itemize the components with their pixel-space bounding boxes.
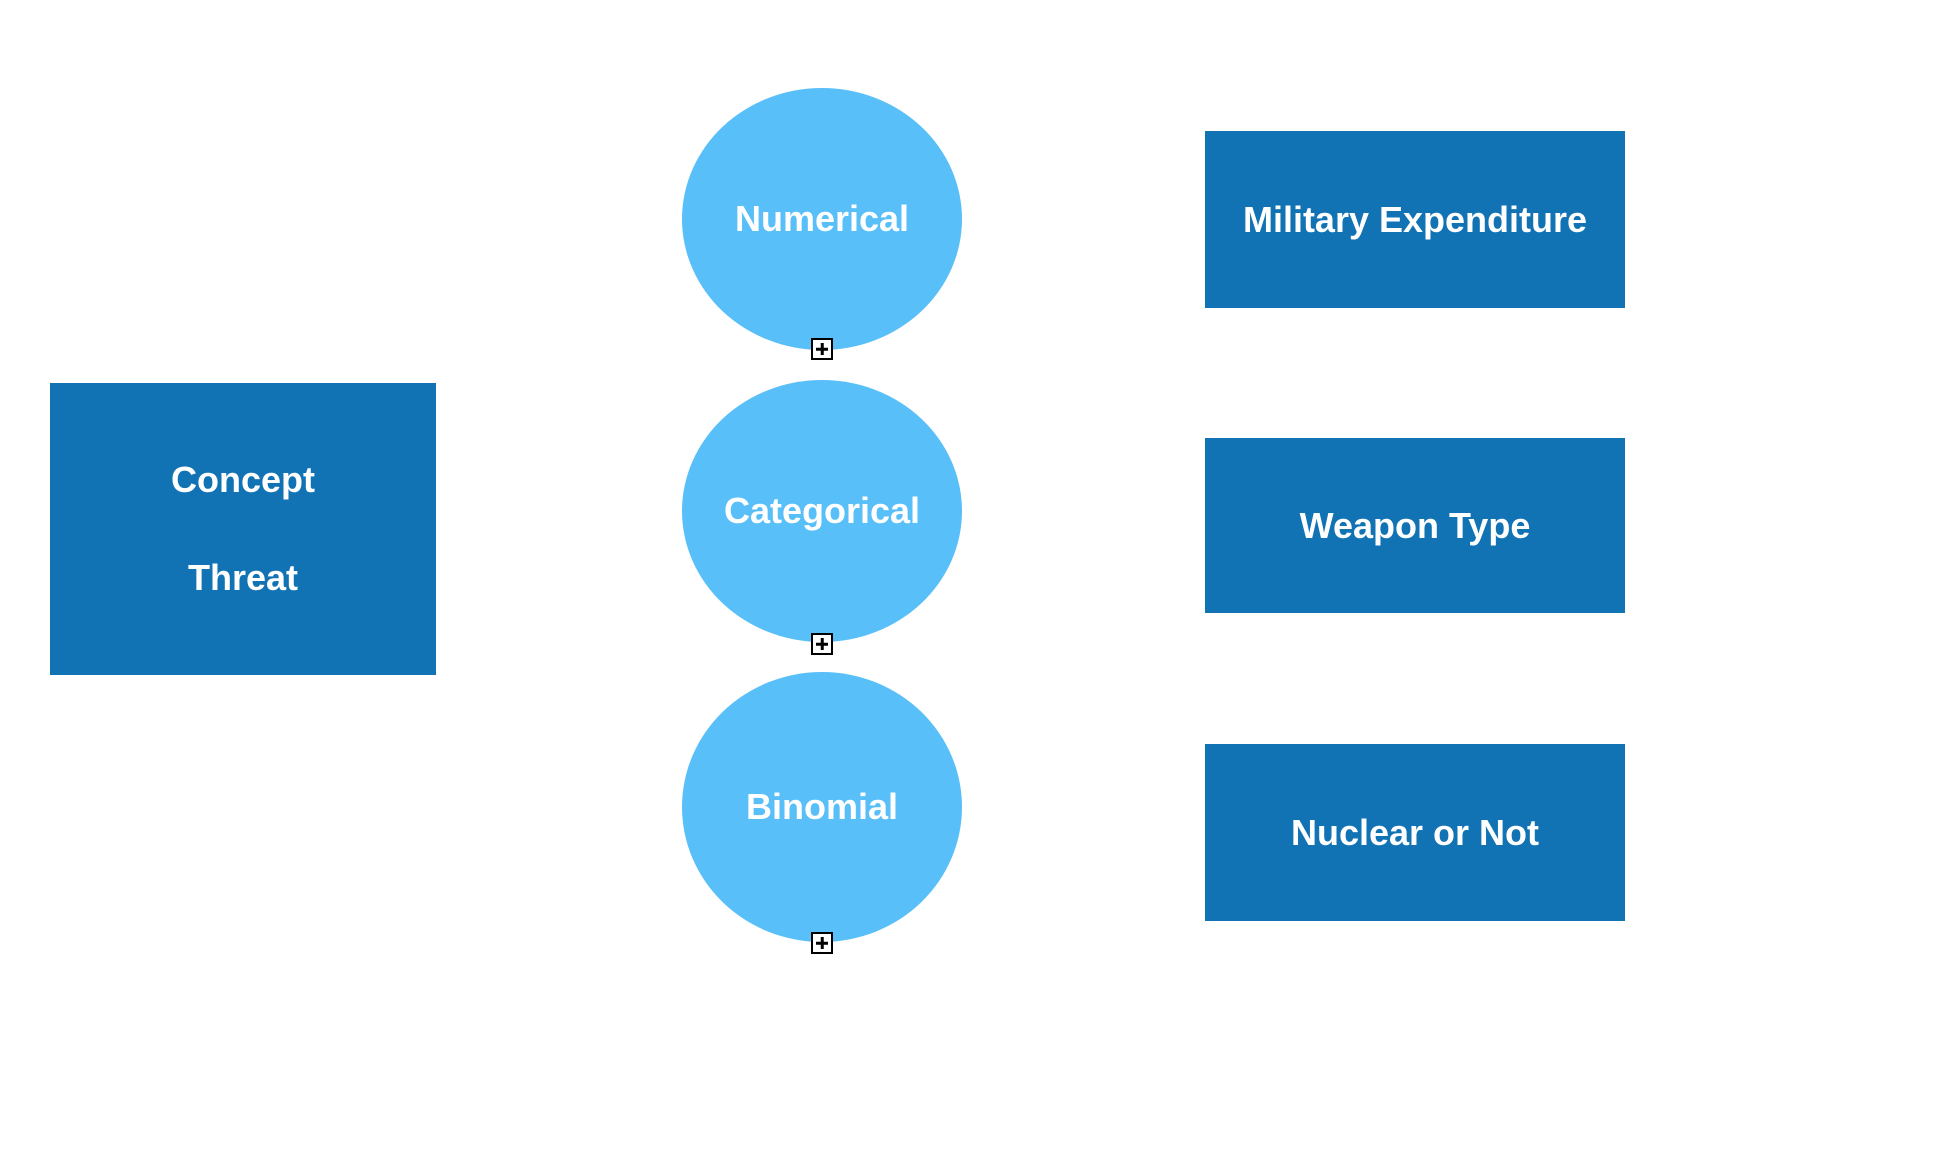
expand-plus-icon-binomial[interactable] bbox=[811, 932, 833, 954]
value-node-military-expenditure[interactable]: Military Expenditure bbox=[1205, 131, 1625, 308]
concept-threat-node[interactable]: Concept Threat bbox=[50, 383, 436, 675]
threat-label: Threat bbox=[187, 557, 299, 598]
circle-categorical[interactable]: Categorical bbox=[682, 380, 962, 642]
plus-vertical-bar bbox=[820, 343, 824, 355]
concept-label: Concept bbox=[171, 459, 315, 500]
weapon-type-label: Weapon Type bbox=[1299, 504, 1531, 546]
plus-vertical-bar bbox=[820, 638, 824, 650]
value-node-nuclear-or-not[interactable]: Nuclear or Not bbox=[1205, 744, 1625, 921]
military-expenditure-label: Military Expenditure bbox=[1242, 198, 1588, 240]
circle-binomial[interactable]: Binomial bbox=[682, 672, 962, 942]
expand-plus-icon-categorical[interactable] bbox=[811, 633, 833, 655]
circle-numerical[interactable]: Numerical bbox=[682, 88, 962, 350]
plus-vertical-bar bbox=[820, 937, 824, 949]
circle-categorical-label: Categorical bbox=[723, 490, 921, 531]
expand-plus-icon-numerical[interactable] bbox=[811, 338, 833, 360]
circle-binomial-label: Binomial bbox=[745, 786, 898, 827]
nuclear-or-not-label: Nuclear or Not bbox=[1290, 811, 1540, 853]
value-node-weapon-type[interactable]: Weapon Type bbox=[1205, 438, 1625, 613]
circle-numerical-label: Numerical bbox=[734, 198, 910, 239]
